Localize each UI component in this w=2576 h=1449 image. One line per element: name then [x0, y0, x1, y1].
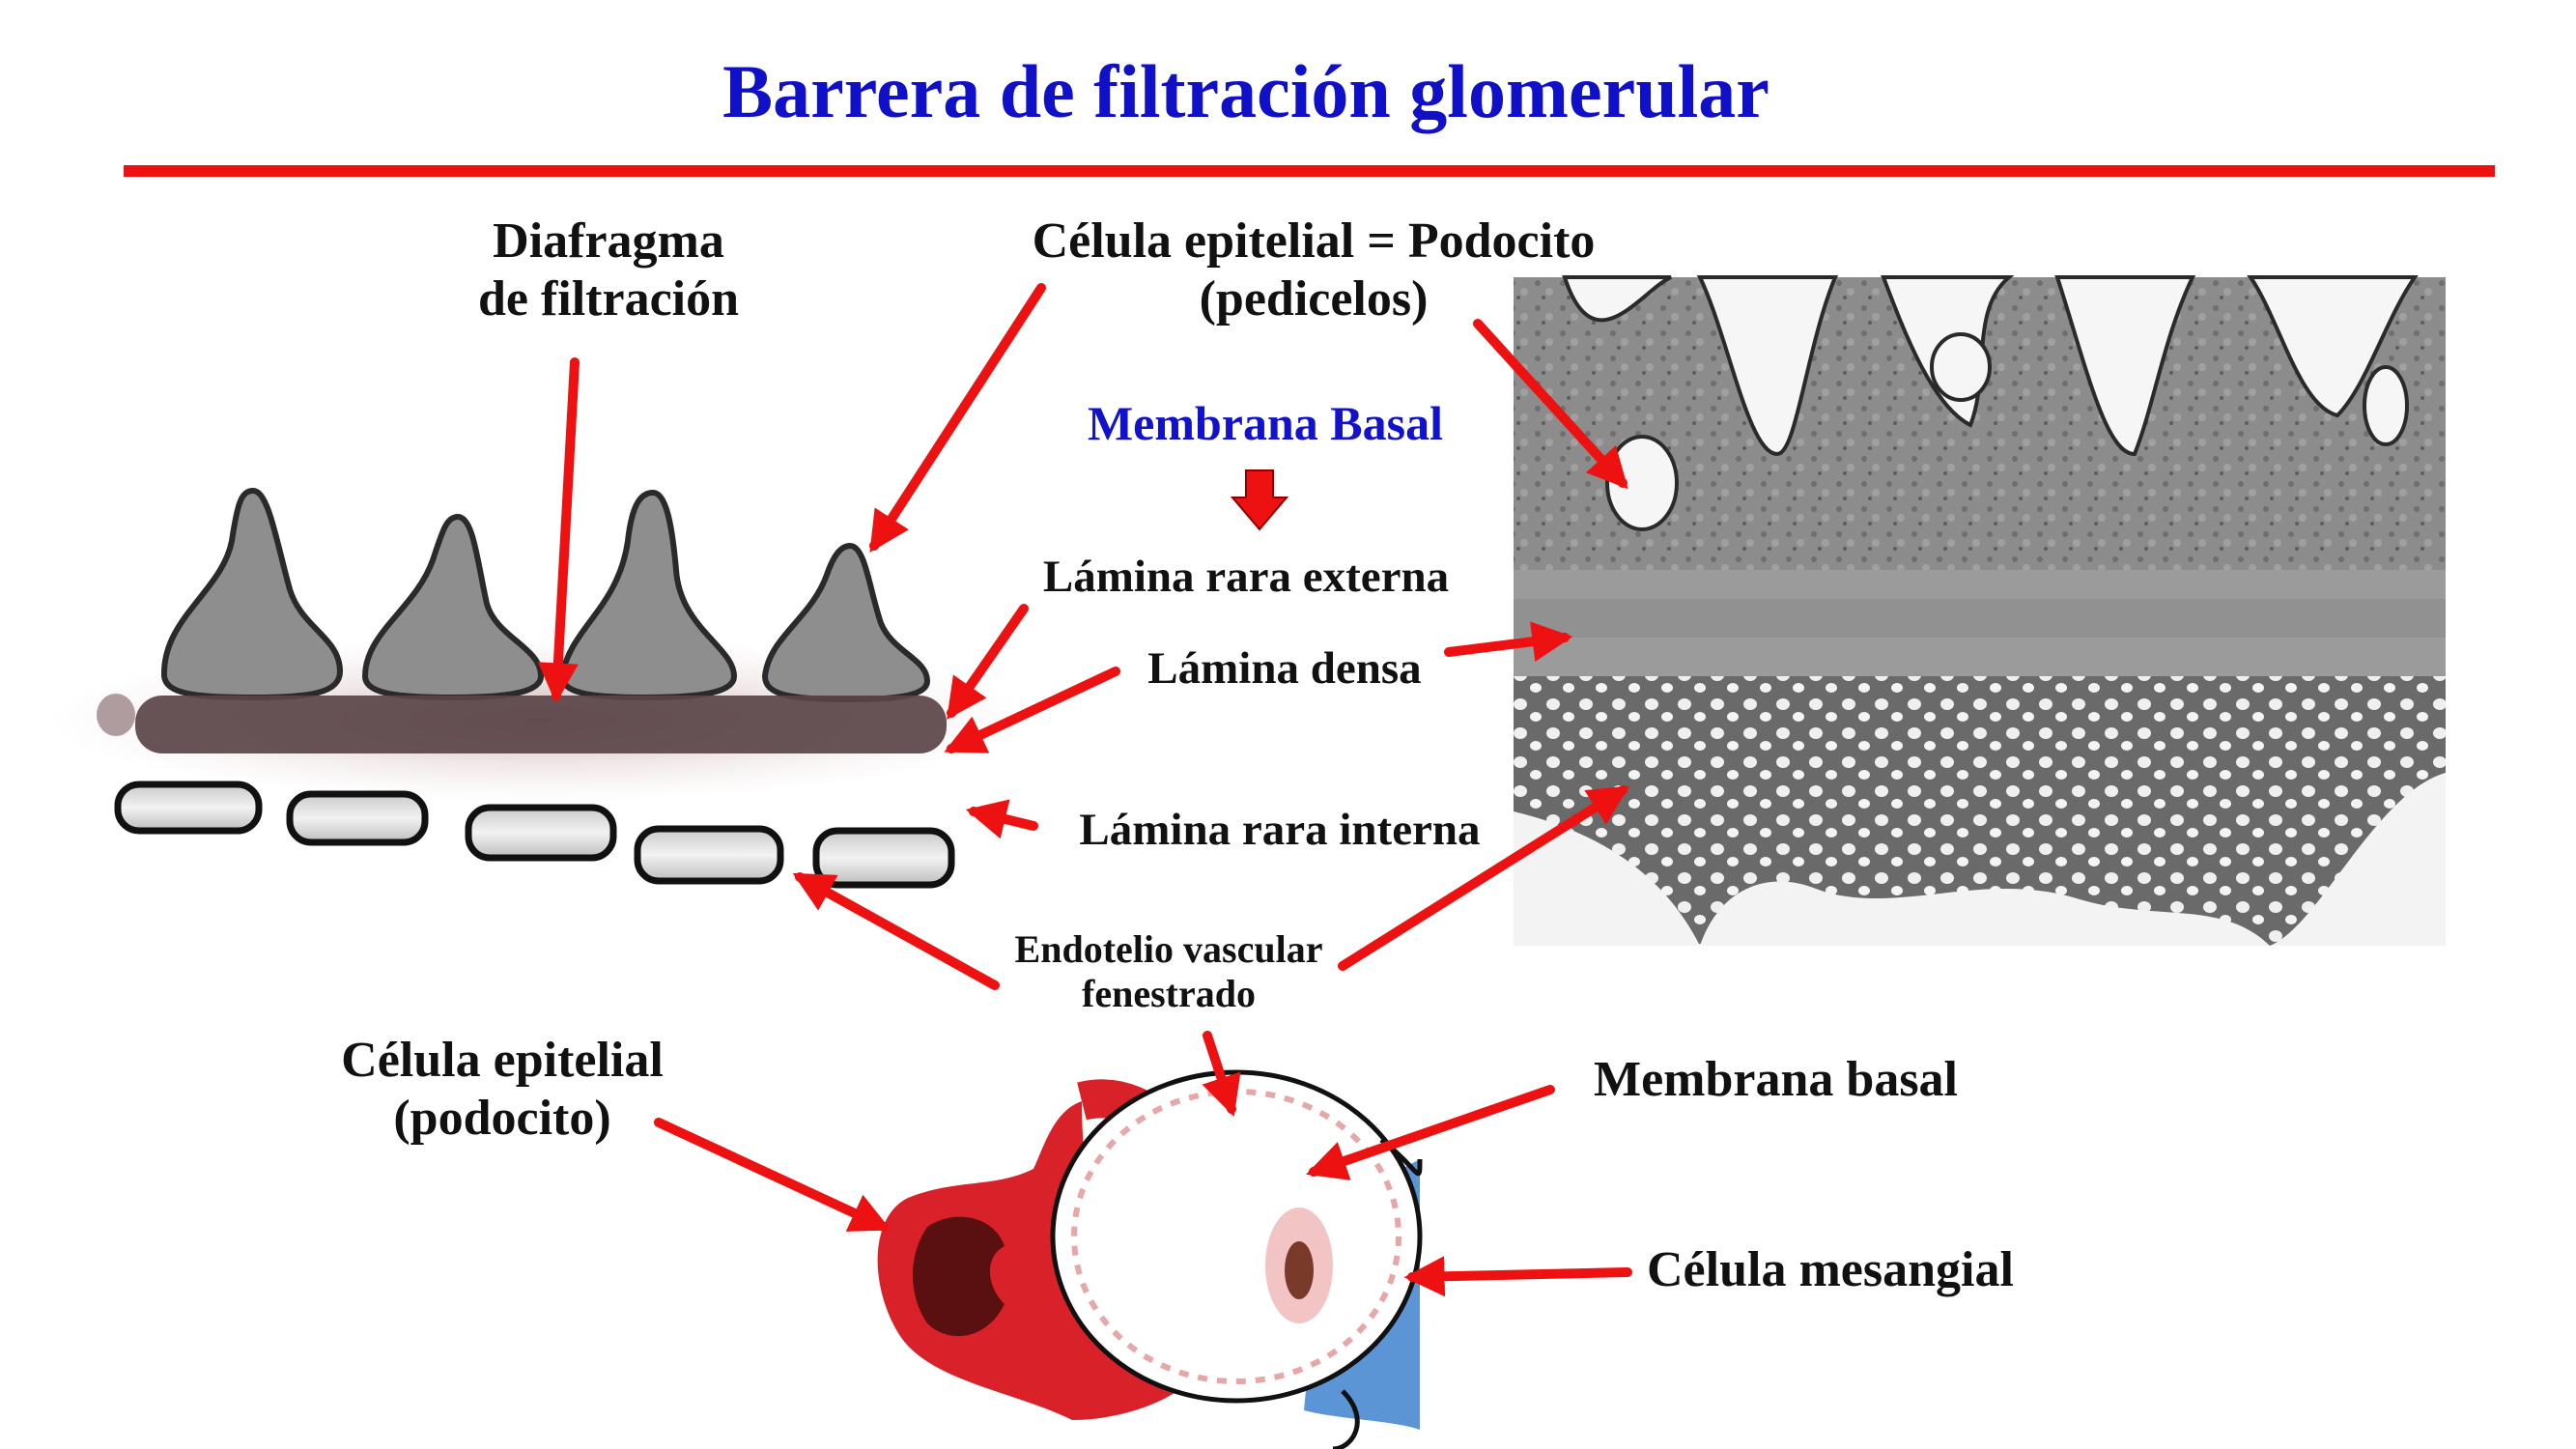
label-podocito-line1: Célula epitelial = Podocito	[1032, 213, 1596, 269]
arrow-podocito-left	[869, 283, 1046, 554]
arrow-rara-externa	[947, 604, 1029, 720]
arrow-endotelio-left	[792, 872, 1000, 990]
label-celula-mesangial: Célula mesangial	[1647, 1242, 2014, 1297]
left-schematic	[48, 487, 1033, 889]
arrow-podocito-em	[1473, 319, 1628, 490]
arrow-endotelio-down	[1202, 1031, 1241, 1117]
title-rule	[124, 165, 2495, 177]
label-diafragma: Diafragma de filtración	[435, 213, 782, 328]
label-membrana-basal-header: Membrana Basal	[1087, 396, 1444, 450]
label-diafragma-line1: Diafragma	[493, 213, 724, 269]
arrow-diafragma	[537, 357, 580, 704]
label-endotelio-line2: fenestrado	[1082, 972, 1256, 1015]
endothelial-cell	[286, 790, 429, 846]
label-diafragma-line2: de filtración	[477, 270, 740, 327]
pedicel-shape	[761, 542, 931, 703]
endothelial-cell	[114, 781, 263, 835]
arrow-celula-epitelial	[654, 1118, 892, 1232]
label-endotelio-line1: Endotelio vascular	[1014, 927, 1323, 971]
label-lamina-densa: Lámina densa	[1147, 643, 1422, 694]
label-lamina-rara-externa: Lámina rara externa	[1042, 552, 1450, 602]
arrow-endotelio-em	[1338, 785, 1630, 971]
endothelial-cell	[812, 827, 955, 889]
label-podocito-line2: (pedicelos)	[1199, 270, 1429, 327]
electron-micrograph	[1514, 275, 2446, 946]
label-lamina-rara-interna: Lámina rara interna	[1079, 805, 1481, 855]
arrow-densa-left	[944, 667, 1120, 753]
pedicel-shape	[361, 513, 545, 701]
endothelial-cell	[634, 825, 784, 885]
label-celula-epitelial-line2: (podocito)	[393, 1090, 611, 1146]
page-title: Barrera de filtración glomerular	[722, 49, 1769, 133]
arrow-rara-interna	[965, 799, 1038, 839]
label-celula-epitelial: Célula epitelial (podocito)	[319, 1032, 686, 1148]
label-podocito: Célula epitelial = Podocito (pedicelos)	[1005, 213, 1623, 328]
arrow-mesangial	[1403, 1256, 1632, 1297]
label-membrana-basal: Membrana basal	[1594, 1052, 1958, 1107]
arrow-membrana-basal	[1306, 1085, 1555, 1180]
pedicel-shape	[558, 489, 738, 701]
red-down-arrow-icon	[1230, 469, 1289, 531]
lamina-densa-band	[135, 696, 947, 753]
podocyte-nucleus	[913, 1216, 1005, 1337]
endothelial-cell	[465, 804, 617, 862]
pedicel-shape	[160, 487, 344, 701]
arrow-densa-em	[1444, 621, 1573, 663]
label-celula-epitelial-line1: Célula epitelial	[341, 1033, 664, 1088]
label-endotelio: Endotelio vascular fenestrado	[976, 927, 1362, 1016]
bottom-schematic	[877, 1069, 1423, 1449]
